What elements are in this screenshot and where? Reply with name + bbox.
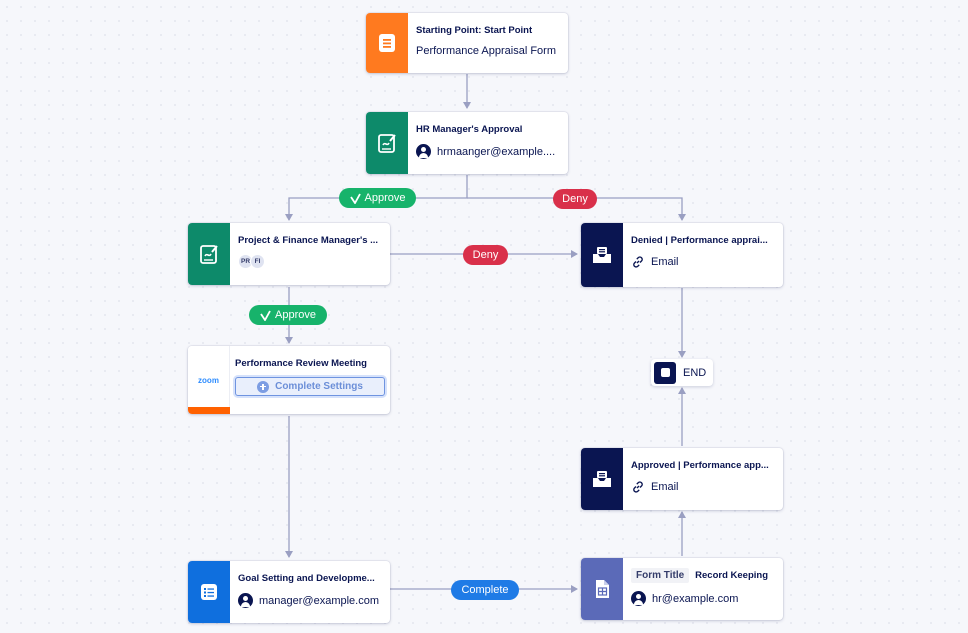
pf-approval-icon-panel [188, 223, 230, 285]
user-avatar-icon [238, 593, 253, 608]
hr-approval-node[interactable]: HR Manager's Approval hrmaanger@example.… [366, 112, 568, 174]
end-node[interactable]: END [651, 359, 713, 386]
review-meeting-node[interactable]: zoom Performance Review Meeting Complete… [188, 346, 390, 414]
approve-check-icon [260, 310, 271, 321]
checklist-form-icon [201, 584, 217, 600]
stop-square-icon [654, 361, 676, 384]
form-document-icon [379, 34, 395, 52]
zoom-logo-panel: zoom [188, 346, 230, 414]
approve-label-text: Approve [364, 192, 406, 204]
approve-label-hr[interactable]: Approve [339, 188, 416, 208]
goal-setting-icon-panel [188, 561, 230, 623]
complete-label[interactable]: Complete [451, 580, 519, 600]
review-meeting-title: Performance Review Meeting [235, 358, 367, 369]
approval-sign-icon [200, 245, 218, 264]
goal-setting-node[interactable]: Goal Setting and Developme... manager@ex… [188, 561, 390, 623]
email-tray-icon [593, 247, 611, 263]
approved-email-node[interactable]: Approved | Performance app... Email [581, 448, 783, 510]
start-node-title: Starting Point: Start Point [416, 25, 533, 36]
denied-email-node[interactable]: Denied | Performance apprai... Email [581, 223, 783, 287]
link-icon [633, 481, 643, 493]
record-keeping-icon-panel [581, 558, 623, 620]
record-keeping-node[interactable]: Form Title Record Keeping hr@example.com [581, 558, 783, 620]
approval-sign-icon [378, 134, 396, 153]
record-keeping-assignee: hr@example.com [652, 592, 739, 605]
zoom-accent-bar [188, 407, 230, 414]
user-avatar-icon [631, 591, 646, 606]
hr-approval-title: HR Manager's Approval [416, 124, 523, 135]
hr-approval-icon-panel [366, 112, 408, 174]
start-node[interactable]: Starting Point: Start Point Performance … [366, 13, 568, 73]
complete-label-text: Complete [461, 584, 509, 596]
start-node-subtitle: Performance Appraisal Form [416, 45, 556, 57]
form-title-tag: Form Title [631, 568, 690, 583]
assignee-chip: FI [250, 254, 265, 269]
sheet-icon [596, 580, 609, 598]
denied-email-title: Denied | Performance apprai... [631, 235, 768, 246]
pf-approval-node[interactable]: Project & Finance Manager's ... PR FI [188, 223, 390, 285]
user-avatar-icon [416, 144, 431, 159]
deny-label-text: Deny [562, 193, 588, 205]
email-tray-icon [593, 471, 611, 487]
approve-label-text: Approve [275, 309, 316, 321]
plus-circle-icon [257, 380, 270, 393]
record-keeping-title: Record Keeping [695, 570, 769, 581]
deny-label-text: Deny [472, 249, 499, 261]
goal-setting-title: Goal Setting and Developme... [238, 573, 375, 584]
denied-email-subtitle: Email [651, 256, 679, 268]
hr-approval-assignee: hrmaanger@example.... [437, 145, 556, 158]
zoom-logo: zoom [198, 375, 219, 385]
approved-email-title: Approved | Performance app... [631, 460, 769, 471]
complete-settings-button[interactable]: Complete Settings [235, 377, 385, 396]
approved-email-icon-panel [581, 448, 623, 510]
denied-email-icon-panel [581, 223, 623, 287]
start-node-icon-panel [366, 13, 408, 73]
edge-hr-to-denied [467, 197, 686, 221]
approve-label-pf[interactable]: Approve [249, 305, 327, 325]
deny-label-hr[interactable]: Deny [553, 189, 597, 209]
complete-settings-label: Complete Settings [275, 381, 363, 392]
pf-approval-title: Project & Finance Manager's ... [238, 235, 379, 246]
link-icon [633, 256, 643, 268]
goal-setting-assignee: manager@example.com [259, 594, 379, 607]
approve-check-icon [349, 193, 361, 204]
end-node-label: END [683, 366, 707, 379]
approved-email-subtitle: Email [651, 481, 679, 493]
deny-label-pf[interactable]: Deny [463, 245, 508, 265]
